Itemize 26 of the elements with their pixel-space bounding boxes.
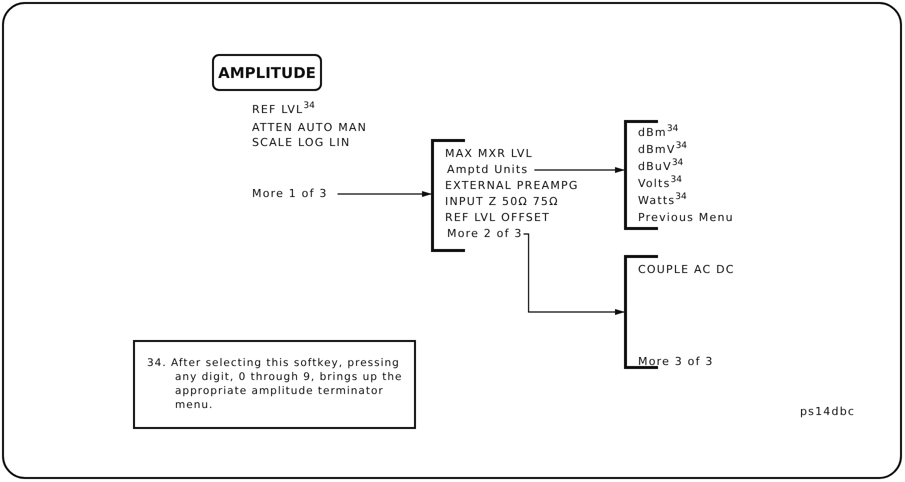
arrow [534, 167, 625, 173]
softkey-label: dBm$^{34}$ [638, 126, 678, 141]
softkey-label: More 3 of 3 [638, 354, 714, 369]
key-label-box [212, 54, 322, 91]
softkey-label: dBmV$^{34}$ [638, 143, 688, 158]
softkey-label: Watts$^{34}$ [638, 194, 687, 209]
key-name: AMPLITUDE [218, 64, 316, 82]
softkey-label: More 2 of 3 [447, 227, 523, 241]
softkey-label: REF LVL OFFSET [445, 211, 550, 225]
softkey-label: REF LVL$^{34}$ [252, 103, 315, 118]
softkey-label: EXTERNAL PREAMPG [445, 179, 579, 193]
softkey-label: SCALE LOG LIN [252, 136, 350, 150]
arrow [524, 233, 625, 315]
softkey-label: MAX MXR LVL [445, 147, 533, 161]
arrow [338, 191, 432, 197]
footnote-box [133, 340, 416, 429]
softkey-label: More 1 of 3 [252, 187, 328, 201]
softkey-label: dBuV$^{34}$ [638, 160, 684, 175]
footnote-text: 34. After selecting this softkey, pressing any digit, 0 through 9, brings up the appropriate amplitude terminator menu. [147, 356, 404, 412]
softkey-label: INPUT Z 50Ω 75Ω [445, 195, 559, 209]
softkey-label: COUPLE AC DC [638, 263, 735, 277]
softkey-label: Volts$^{34}$ [638, 177, 682, 192]
figure-id: ps14dbc [800, 405, 856, 419]
softkey-label: Previous Menu [638, 211, 734, 225]
softkey-label: Amptd Units [447, 163, 528, 177]
softkey-label: ATTEN AUTO MAN [252, 121, 368, 135]
